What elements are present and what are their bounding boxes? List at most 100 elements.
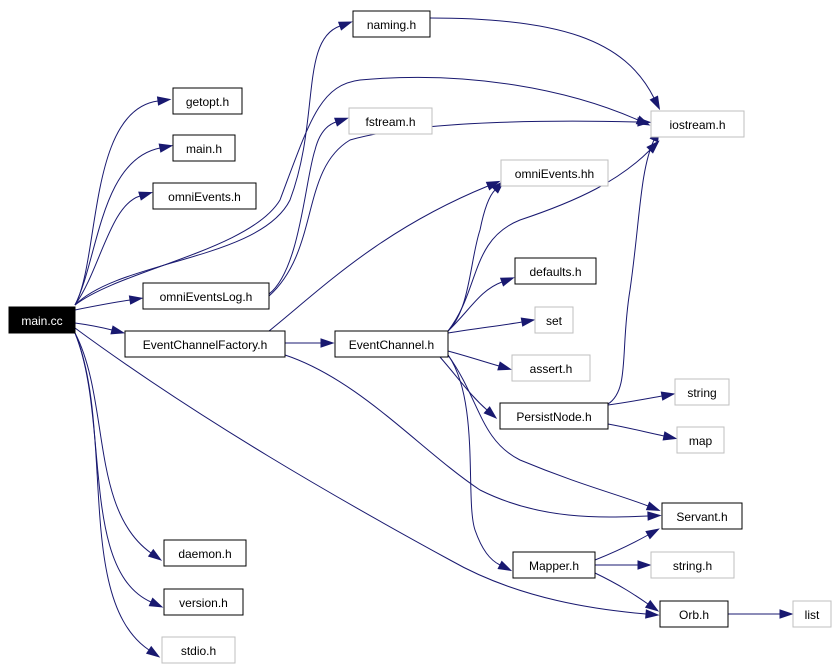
node-box <box>352 10 431 38</box>
node-label: set <box>546 314 563 328</box>
node-Servant-h[interactable]: Servant.h <box>661 502 743 530</box>
node-label: omniEventsLog.h <box>160 290 253 304</box>
edge-main_cc-to-main_h <box>74 143 174 306</box>
edge-line <box>268 120 639 297</box>
edge-main_cc-to-omniEventsLog_h <box>74 295 144 311</box>
node-omniEvents-hh[interactable]: omniEvents.hh <box>500 159 609 187</box>
node-label: defaults.h <box>529 265 581 279</box>
node-daemon-h[interactable]: daemon.h <box>163 539 247 567</box>
node-label: Servant.h <box>676 510 727 524</box>
node-box <box>792 600 832 628</box>
edge-line <box>429 17 655 99</box>
node-label: version.h <box>179 596 228 610</box>
node-label: main.h <box>186 142 222 156</box>
edge-arrowhead <box>138 191 154 201</box>
node-Mapper-h[interactable]: Mapper.h <box>512 551 596 579</box>
edge-line <box>74 100 159 306</box>
node-EventChannel-h[interactable]: EventChannel.h <box>334 330 449 358</box>
node-label: fstream.h <box>365 115 415 129</box>
node-main-cc[interactable]: main.cc <box>8 306 76 334</box>
node-set[interactable]: set <box>534 306 574 334</box>
node-label: assert.h <box>530 362 573 376</box>
edge-PersistNode_h-to-iostream_h <box>607 127 660 405</box>
edge-arrowhead <box>645 609 660 619</box>
node-box <box>650 551 735 579</box>
edge-line <box>447 354 501 566</box>
node-label: naming.h <box>367 18 416 32</box>
node-naming-h[interactable]: naming.h <box>352 10 431 38</box>
edge-line <box>607 395 663 406</box>
edge-omniEventsLog_h-to-iostream_h <box>268 117 652 297</box>
edge-arrowhead <box>128 295 144 305</box>
edge-line <box>74 147 161 306</box>
edge-naming_h-to-iostream_h <box>429 17 661 111</box>
node-map[interactable]: map <box>676 426 725 454</box>
edge-line <box>439 356 488 411</box>
edge-arrowhead <box>148 597 164 608</box>
node-PersistNode-h[interactable]: PersistNode.h <box>499 402 609 430</box>
edge-EventChannel_h-to-Servant_h <box>447 354 661 511</box>
node-version-h[interactable]: version.h <box>163 588 244 616</box>
node-EventChannelFactory-h[interactable]: EventChannelFactory.h <box>124 330 286 358</box>
edge-EventChannel_h-to-omniEvents_hh <box>447 180 505 332</box>
node-iostream-h[interactable]: iostream.h <box>650 110 745 138</box>
node-getopt-h[interactable]: getopt.h <box>172 87 243 115</box>
edge-arrowhead <box>320 338 335 348</box>
node-box <box>676 426 725 454</box>
edge-line <box>447 354 649 507</box>
node-box <box>514 257 597 285</box>
node-fstream-h[interactable]: fstream.h <box>348 107 433 135</box>
edge-arrowhead <box>334 117 349 127</box>
node-label: PersistNode.h <box>516 410 591 424</box>
edge-main_cc-to-EventChannelFactory_h <box>74 322 126 335</box>
node-box <box>172 134 236 162</box>
node-label: EventChannelFactory.h <box>143 338 268 352</box>
node-assert-h[interactable]: assert.h <box>511 354 591 382</box>
node-omniEventsLog-h[interactable]: omniEventsLog.h <box>142 282 270 310</box>
edge-line <box>447 321 523 334</box>
node-box <box>152 182 257 210</box>
edge-main_cc-to-stdio_h <box>74 332 161 658</box>
edge-arrowhead <box>110 325 126 335</box>
edge-Mapper_h-to-string_h <box>594 560 652 570</box>
edge-EventChannelFactory_h-to-Servant_h <box>284 354 662 521</box>
edge-main_cc-to-naming_h <box>74 21 353 306</box>
node-main-h[interactable]: main.h <box>172 134 236 162</box>
node-label: Mapper.h <box>529 559 579 573</box>
edge-Mapper_h-to-Servant_h <box>594 528 660 561</box>
edge-arrowhead <box>637 560 652 570</box>
edge-arrowhead <box>637 117 652 127</box>
edge-arrowhead <box>145 645 161 658</box>
edge-arrowhead <box>644 599 660 612</box>
node-stdio-h[interactable]: stdio.h <box>161 636 236 664</box>
edge-line <box>594 534 649 561</box>
edge-EventChannelFactory_h-to-EventChannel_h <box>285 338 335 348</box>
edge-main_cc-to-getopt_h <box>74 96 172 306</box>
edge-arrowhead <box>647 511 662 521</box>
node-box <box>348 107 433 135</box>
edge-line <box>74 299 131 311</box>
edge-arrowhead <box>497 560 513 572</box>
node-string[interactable]: string <box>674 378 730 406</box>
edge-line <box>74 327 647 615</box>
node-string-h[interactable]: string.h <box>650 551 735 579</box>
node-box <box>534 306 574 334</box>
node-list[interactable]: list <box>792 600 832 628</box>
edge-omniEventsLog_h-to-fstream_h <box>268 117 349 295</box>
edge-arrowhead <box>483 406 498 419</box>
node-label: string.h <box>673 559 712 573</box>
node-defaults-h[interactable]: defaults.h <box>514 257 597 285</box>
edge-line <box>74 76 639 306</box>
edge-arrowhead <box>662 431 678 441</box>
node-label: Orb.h <box>679 608 709 622</box>
node-Orb-h[interactable]: Orb.h <box>659 600 729 628</box>
node-box <box>512 551 596 579</box>
edge-line <box>284 354 649 518</box>
edge-line <box>607 423 665 437</box>
node-label: omniEvents.h <box>168 190 241 204</box>
node-label: EventChannel.h <box>349 338 434 352</box>
edge-arrowhead <box>649 95 661 111</box>
edge-Orb_h-to-list <box>727 609 794 619</box>
node-omniEvents-h[interactable]: omniEvents.h <box>152 182 257 210</box>
